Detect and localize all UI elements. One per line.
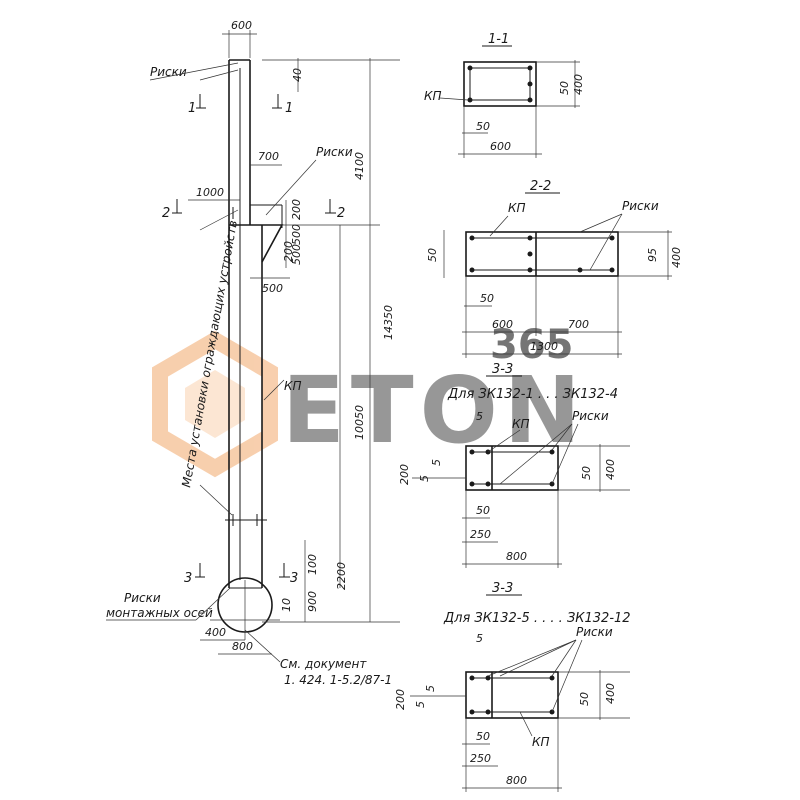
s33b-d200: 200 <box>394 689 407 710</box>
s33a-title: 3-3 <box>492 362 513 377</box>
dim-2200: 2200 <box>335 562 348 590</box>
s11-d600: 600 <box>490 140 511 153</box>
s33b-kp: КП <box>532 735 550 749</box>
watermark-number: 365 <box>490 322 574 368</box>
s33a-d50: 50 <box>580 466 593 480</box>
s33b-d250: 250 <box>470 752 491 765</box>
s22-kp: КП <box>508 201 526 215</box>
s33a-subtitle: Для ЗК132-1 . . . ЗК132-4 <box>447 387 618 402</box>
dim-top-width: 600 <box>231 19 252 32</box>
s22-d700: 700 <box>568 318 589 331</box>
s22-d600: 600 <box>492 318 513 331</box>
s33a-d5-b: 5 <box>418 475 431 482</box>
s33b-subtitle: Для ЗК132-5 . . . . ЗК132-12 <box>443 611 631 626</box>
s33a-d5-c: 5 <box>430 459 443 466</box>
s33a-kp: КП <box>512 417 530 431</box>
s22-d1300: 1300 <box>530 340 558 353</box>
s33a-d800: 800 <box>506 550 527 563</box>
s33b-d50-bottom: 50 <box>476 730 490 743</box>
dim-400: 400 <box>205 626 226 639</box>
section-2-mark-right: 2 <box>337 206 345 221</box>
s33b-d800: 800 <box>506 774 527 787</box>
s33b-d400: 400 <box>604 683 617 704</box>
s33b-risks: Риски <box>576 625 613 639</box>
dim-10050: 10050 <box>353 405 366 440</box>
section-1-mark-left: 1 <box>188 101 196 116</box>
dim-14350: 14350 <box>382 305 395 340</box>
s33b-d50: 50 <box>578 692 591 706</box>
kp-label-column: КП <box>284 379 302 393</box>
s22-d50-side: 50 <box>426 248 439 262</box>
watermark-logo-icon <box>152 330 278 478</box>
dim-200-b: 200 <box>282 241 295 262</box>
section-1-mark-right: 1 <box>285 101 293 116</box>
s33a-d50-bottom: 50 <box>476 504 490 517</box>
s33a-d250: 250 <box>470 528 491 541</box>
risks-bottom-axes: монтажных осей <box>106 606 213 620</box>
reference-doc-line1: См. документ <box>280 657 367 671</box>
s22-d50-bottom: 50 <box>480 292 494 305</box>
s22-d95: 95 <box>646 248 659 262</box>
dim-500-c: 500 <box>262 282 283 295</box>
dim-40: 40 <box>291 68 304 82</box>
dim-500-a: 500 <box>290 224 303 245</box>
s11-title: 1-1 <box>488 32 509 47</box>
dim-100: 100 <box>306 554 319 575</box>
s33b-d5-c: 5 <box>424 685 437 692</box>
risks-bottom-label: Риски <box>124 591 161 605</box>
s11-kp: КП <box>424 89 442 103</box>
s33a-d400: 400 <box>604 459 617 480</box>
section-3-mark-right: 3 <box>290 571 298 586</box>
s22-d400: 400 <box>670 247 683 268</box>
s11-d50-bottom: 50 <box>476 120 490 133</box>
s33a-d200: 200 <box>398 464 411 485</box>
section-2-mark-left: 2 <box>162 206 170 221</box>
dim-10: 10 <box>280 598 293 612</box>
section-3-mark-left: 3 <box>184 571 192 586</box>
dim-200-a: 200 <box>290 199 303 220</box>
dim-700: 700 <box>258 150 279 163</box>
dim-800: 800 <box>232 640 253 653</box>
dim-500-b: 500 <box>290 244 303 265</box>
reference-doc-line2: 1. 424. 1-5.2/87-1 <box>284 673 392 687</box>
s22-title: 2-2 <box>530 179 551 194</box>
risks-mid-label: Риски <box>316 145 353 159</box>
s22-risks: Риски <box>622 199 659 213</box>
s33b-d5-b: 5 <box>414 701 427 708</box>
s33b-d5: 5 <box>476 632 483 645</box>
s33a-d5: 5 <box>476 410 483 423</box>
s33b-title: 3-3 <box>492 581 513 596</box>
s11-d50-side: 50 <box>558 81 571 95</box>
dim-900: 900 <box>306 591 319 612</box>
s33a-risks: Риски <box>572 409 609 423</box>
risks-top-label: Риски <box>150 65 187 79</box>
dim-4100: 4100 <box>353 152 366 180</box>
dim-1000: 1000 <box>196 186 224 199</box>
